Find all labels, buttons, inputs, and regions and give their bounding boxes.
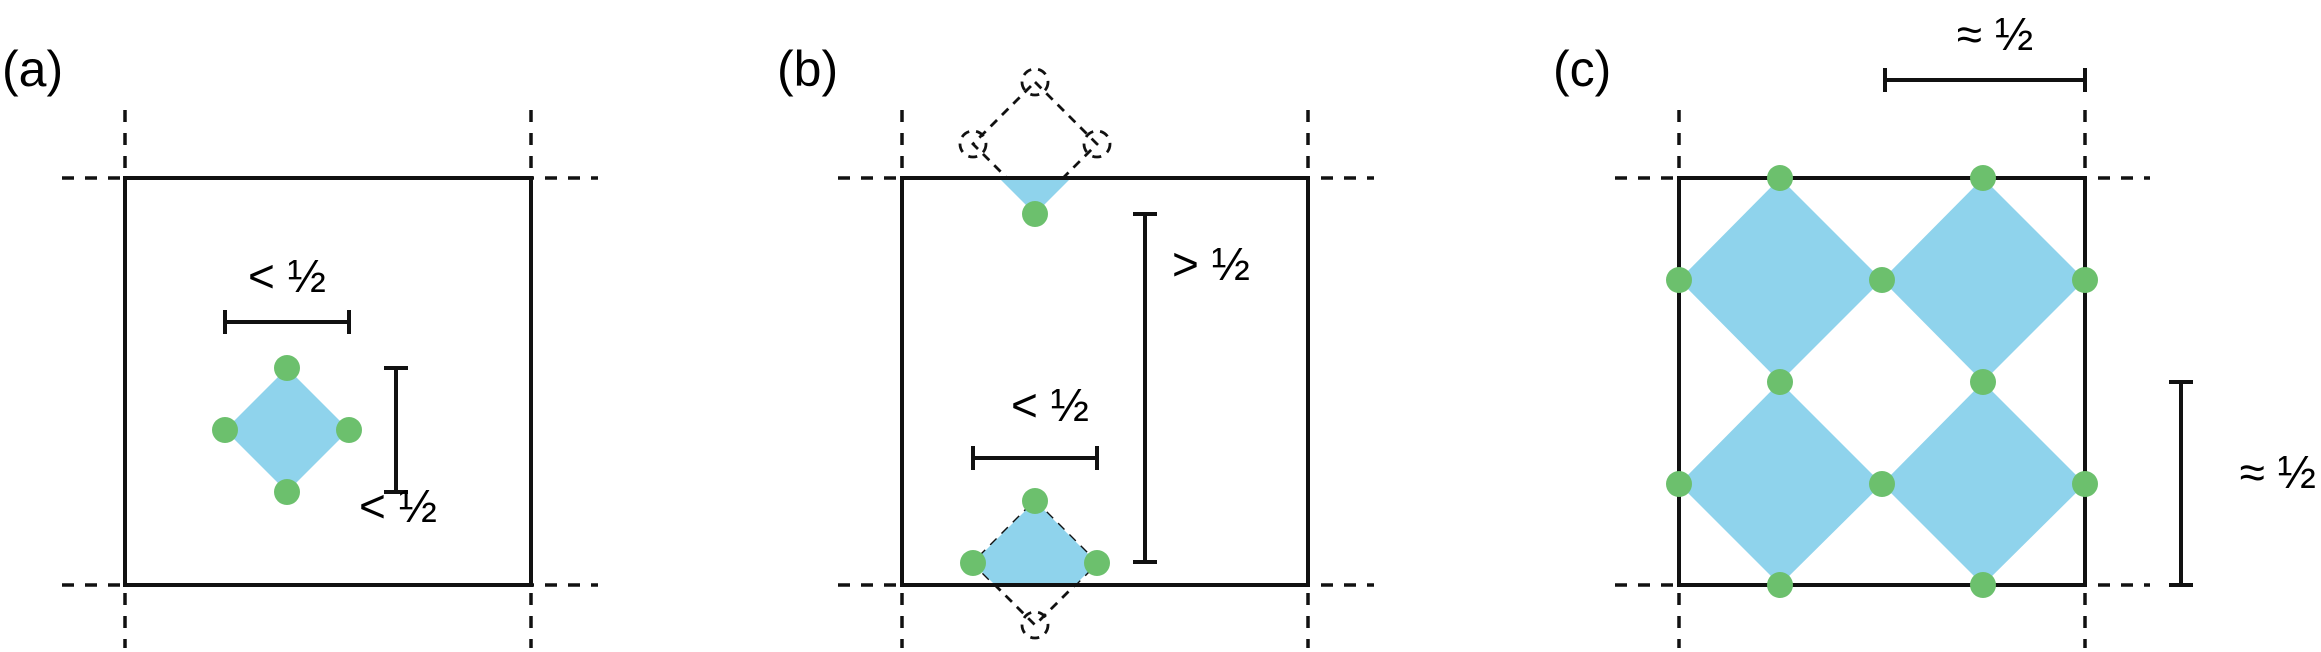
- panel-c-vertex: [1970, 572, 1996, 598]
- panel-b-height-label: > ½: [1172, 238, 1250, 290]
- panel-c-vertex: [1767, 165, 1793, 191]
- panel-a-vertex-top: [274, 355, 300, 381]
- panel-c-vertices: [1666, 165, 2098, 598]
- panel-a-tile: [225, 368, 349, 492]
- panel-c-unit-cell: [1677, 176, 2087, 587]
- panel-c-vertex: [1666, 267, 1692, 293]
- panel-c-vertex: [1767, 572, 1793, 598]
- panel-c-vertex: [1970, 165, 1996, 191]
- panel-b-vertex: [960, 550, 986, 576]
- panel-c-guides: [1615, 110, 2150, 648]
- panel-a-guides: [62, 110, 598, 648]
- panel-c: (c): [1553, 8, 2316, 648]
- panel-a-width-label: < ½: [248, 250, 326, 302]
- panel-c-label: (c): [1553, 41, 1611, 97]
- panel-a-height-label: < ½: [359, 480, 437, 532]
- panel-a-vertex-right: [336, 417, 362, 443]
- panel-b-tile-bottom-piece: [973, 501, 1097, 585]
- panel-c-height-bar: [2169, 380, 2193, 587]
- panel-c-width-bar: [1883, 68, 2087, 92]
- panel-b: (b) < ½ >: [777, 41, 1374, 648]
- panel-b-height-bar: [1133, 212, 1157, 564]
- panel-c-tiles: [1679, 178, 2085, 585]
- panel-c-tile: [1882, 178, 2085, 382]
- panel-c-tile: [1679, 178, 1882, 382]
- panel-b-width-label: < ½: [1011, 379, 1089, 431]
- panel-b-ghost-vertex: [1082, 129, 1112, 159]
- panel-c-tile: [1679, 382, 1882, 585]
- panel-a: (a) < ½ < ½: [2, 41, 598, 648]
- panel-a-width-bar: [223, 310, 351, 334]
- panel-a-height-bar: [384, 366, 408, 494]
- panel-c-vertex: [1767, 369, 1793, 395]
- panel-c-vertex: [1869, 267, 1895, 293]
- panel-c-vertex: [1970, 369, 1996, 395]
- panel-b-ghost-tile-top: [971, 80, 1099, 208]
- panel-b-vertex: [1084, 550, 1110, 576]
- panel-c-vertex: [1869, 471, 1895, 497]
- panel-b-tile-top-piece: [999, 178, 1071, 214]
- panel-c-tile: [1882, 382, 2085, 585]
- panel-a-label: (a): [2, 41, 63, 97]
- panel-a-unit-cell: [123, 176, 533, 587]
- panel-c-vertex: [2072, 267, 2098, 293]
- panel-b-ghost-vertex: [1020, 67, 1050, 97]
- panel-b-vertex: [1022, 488, 1048, 514]
- panel-c-vertex: [1666, 471, 1692, 497]
- panel-c-vertex: [2072, 471, 2098, 497]
- panel-b-width-bar: [971, 446, 1099, 470]
- panel-c-height-label: ≈ ½: [2240, 446, 2316, 498]
- panel-b-ghost-vertex: [958, 129, 988, 159]
- panel-a-vertex-left: [212, 417, 238, 443]
- panel-b-label: (b): [777, 41, 838, 97]
- panel-a-vertex-bottom: [274, 479, 300, 505]
- panel-c-width-label: ≈ ½: [1957, 8, 2033, 60]
- panel-b-vertex-top: [1022, 201, 1048, 227]
- panel-b-unit-cell: [900, 176, 1310, 587]
- panel-b-ghost-vertex: [1020, 610, 1050, 640]
